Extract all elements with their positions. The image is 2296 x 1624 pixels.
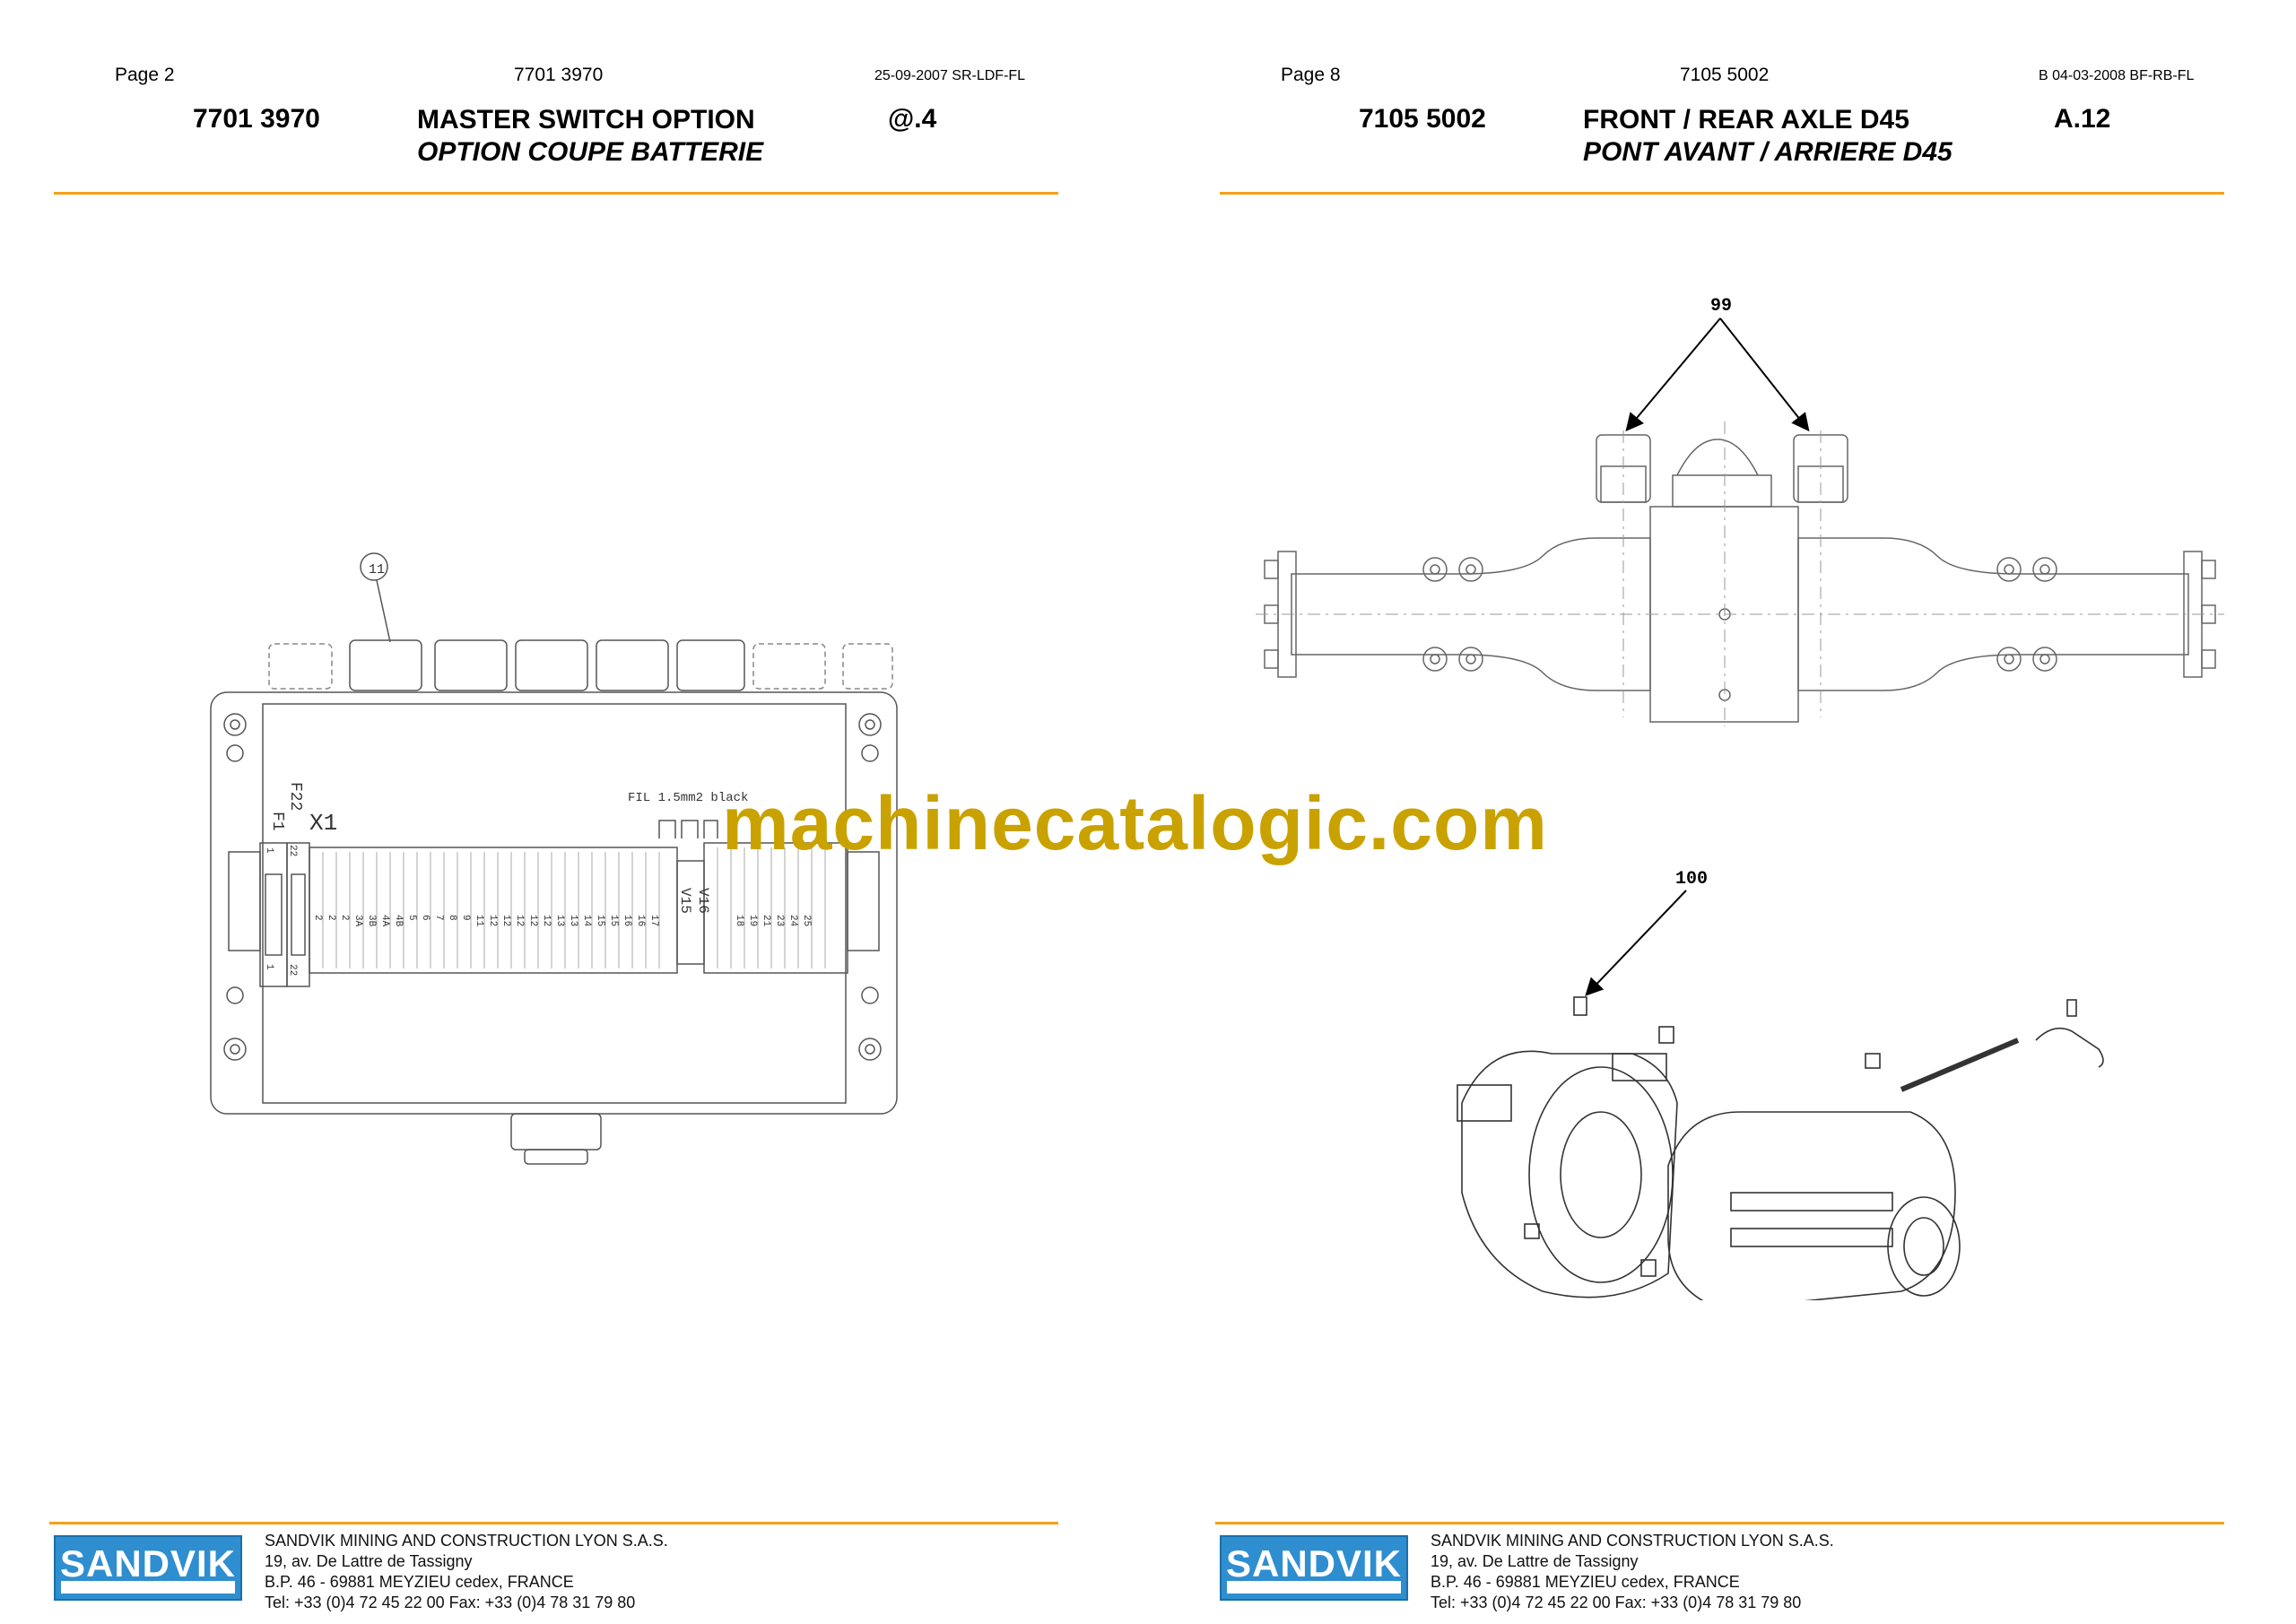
header-rule bbox=[54, 192, 1058, 195]
terminal-label: 19 bbox=[747, 915, 758, 926]
page-label: Page 8 bbox=[1281, 65, 1341, 85]
terminal-label: 23 bbox=[774, 915, 785, 926]
terminal-label: 11 bbox=[474, 915, 484, 927]
address-line-2: B.P. 46 - 69881 MEYZIEU cedex, FRANCE bbox=[265, 1573, 574, 1591]
fuse-top-22: 22 bbox=[287, 845, 298, 856]
sandvik-logo: SANDVIK bbox=[54, 1535, 242, 1601]
sandvik-logo: SANDVIK bbox=[1220, 1535, 1408, 1601]
terminal-label: 3A bbox=[352, 915, 363, 927]
date-ref: B 04-03-2008 BF-RB-FL bbox=[2039, 68, 2195, 83]
terminal-label: 12 bbox=[487, 915, 498, 926]
fuse-bottom-1: 1 bbox=[264, 964, 274, 970]
page-label: Page 2 bbox=[115, 65, 175, 85]
phone-line: Tel: +33 (0)4 72 45 22 00 Fax: +33 (0)4 … bbox=[265, 1594, 636, 1611]
title-en: MASTER SWITCH OPTION bbox=[417, 105, 755, 135]
terminal-label: 8 bbox=[447, 915, 457, 921]
fuse-label-f1: F1 bbox=[268, 812, 286, 831]
doc-number: 7701 3970 bbox=[514, 65, 604, 85]
part-code: 7701 3970 bbox=[193, 104, 320, 134]
terminal-label: 12 bbox=[527, 915, 538, 926]
callout-99: 99 bbox=[1710, 296, 1732, 317]
terminal-label: 17 bbox=[648, 915, 659, 926]
terminal-label: 18 bbox=[734, 915, 744, 926]
title-fr: OPTION COUPE BATTERIE bbox=[417, 137, 764, 167]
company-name: SANDVIK MINING AND CONSTRUCTION LYON S.A… bbox=[265, 1532, 668, 1550]
logo-bar bbox=[1227, 1581, 1401, 1594]
terminal-label: 13 bbox=[568, 915, 578, 926]
terminal-label: 15 bbox=[595, 915, 605, 926]
right-page: Page 8 7105 5002 B 04-03-2008 BF-RB-FL 7… bbox=[1166, 0, 2296, 1624]
callout-label: 11 bbox=[369, 562, 385, 578]
part-code: 7105 5002 bbox=[1359, 104, 1486, 134]
terminal-label: 12 bbox=[500, 915, 511, 926]
section-title: MASTER SWITCH OPTION OPTION COUPE BATTER… bbox=[417, 104, 763, 169]
terminal-label: 4B bbox=[393, 915, 404, 927]
fuse-label-f22: F22 bbox=[286, 782, 304, 811]
address-line-1: 19, av. De Lattre de Tassigny bbox=[1431, 1552, 1639, 1570]
terminal-label: 25 bbox=[801, 915, 812, 926]
company-address: SANDVIK MINING AND CONSTRUCTION LYON S.A… bbox=[265, 1531, 668, 1613]
terminal-label: 2 bbox=[339, 915, 350, 921]
section-title: FRONT / REAR AXLE D45 PONT AVANT / ARRIE… bbox=[1583, 104, 1952, 169]
date-ref: 25-09-2007 SR-LDF-FL bbox=[874, 68, 1026, 83]
terminal-label: 3B bbox=[366, 915, 377, 927]
phone-line: Tel: +33 (0)4 72 45 22 00 Fax: +33 (0)4 … bbox=[1431, 1594, 1802, 1611]
terminal-label: 2 bbox=[326, 915, 336, 921]
watermark: machinecatalogic.com bbox=[722, 781, 1548, 865]
callout-100: 100 bbox=[1675, 869, 1708, 890]
revision: @.4 bbox=[888, 104, 937, 134]
footer-rule bbox=[1215, 1522, 2224, 1524]
terminal-label: 5 bbox=[406, 915, 417, 921]
terminal-label: 16 bbox=[622, 915, 632, 926]
address-line-2: B.P. 46 - 69881 MEYZIEU cedex, FRANCE bbox=[1431, 1573, 1740, 1591]
revision: A.12 bbox=[2054, 104, 2111, 134]
terminal-label: 21 bbox=[761, 915, 771, 927]
title-fr: PONT AVANT / ARRIERE D45 bbox=[1583, 137, 1952, 167]
block-label: X1 bbox=[309, 810, 337, 837]
terminal-label: 15 bbox=[608, 915, 619, 926]
logo-text: SANDVIK bbox=[59, 1542, 237, 1585]
terminal-label: 2 bbox=[312, 915, 323, 921]
terminal-label: 13 bbox=[554, 915, 565, 926]
footer-rule bbox=[49, 1522, 1058, 1524]
diode-label-v15: V15 bbox=[677, 888, 693, 914]
terminal-label: 12 bbox=[514, 915, 525, 926]
terminal-label: 24 bbox=[787, 915, 798, 927]
logo-bar bbox=[61, 1581, 235, 1594]
address-line-1: 19, av. De Lattre de Tassigny bbox=[265, 1552, 473, 1570]
company-address: SANDVIK MINING AND CONSTRUCTION LYON S.A… bbox=[1431, 1531, 1834, 1613]
terminal-label: 7 bbox=[433, 915, 444, 921]
terminal-label: 16 bbox=[635, 915, 646, 926]
axle-diagram: 99 bbox=[1256, 296, 2224, 1300]
title-en: FRONT / REAR AXLE D45 bbox=[1583, 105, 1909, 135]
fuse-bottom-22: 22 bbox=[287, 964, 298, 976]
fuse-top-1: 1 bbox=[264, 847, 274, 854]
company-name: SANDVIK MINING AND CONSTRUCTION LYON S.A… bbox=[1431, 1532, 1834, 1550]
terminal-label: 6 bbox=[420, 915, 430, 921]
terminal-label: 14 bbox=[581, 915, 592, 927]
doc-number: 7105 5002 bbox=[1680, 65, 1770, 85]
logo-text: SANDVIK bbox=[1225, 1542, 1403, 1585]
wire-note: FIL 1.5mm2 black bbox=[628, 791, 748, 805]
diode-label-v16: V16 bbox=[695, 888, 711, 914]
terminal-label: 12 bbox=[541, 915, 552, 926]
terminal-label: 9 bbox=[460, 915, 471, 921]
terminal-label: 4A bbox=[379, 915, 390, 927]
header-rule bbox=[1220, 192, 2224, 195]
left-page: Page 2 7701 3970 25-09-2007 SR-LDF-FL 77… bbox=[49, 65, 1058, 1613]
junction-box-diagram: 11 X1 FIL 1.5mm2 black F1 F22 V15 V16 1 … bbox=[210, 552, 898, 1165]
